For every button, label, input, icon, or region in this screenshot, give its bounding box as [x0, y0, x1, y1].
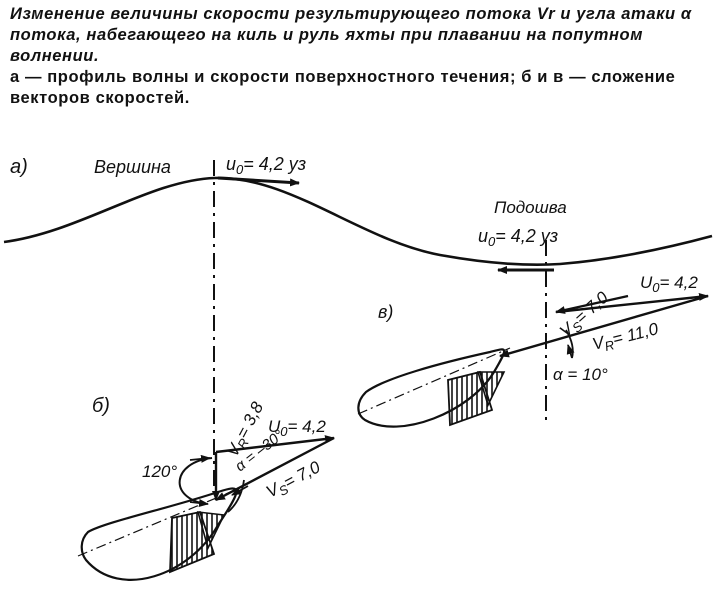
v-u0-vector	[555, 292, 709, 314]
trough-label: Подошва	[494, 198, 567, 217]
u0-crest-label: u0= 4,2 уз	[226, 154, 306, 177]
wave-profile	[3, 176, 713, 266]
keel-rudder-b	[169, 510, 226, 574]
v-vr-label: VR= 11,0	[590, 319, 661, 357]
b-alpha-arrow	[231, 485, 249, 496]
figure-caption: Изменение величины скорости результирующ…	[10, 4, 710, 109]
v-vs-vector	[555, 294, 629, 314]
v-vr-vector	[499, 294, 709, 358]
v-vs-label: VS= 7,0	[556, 287, 614, 343]
b-angle-120-arc	[178, 457, 213, 505]
b-angle-label: 120°	[142, 462, 177, 481]
yacht-hull-v	[357, 347, 511, 428]
v-alpha-label: α = 10°	[553, 365, 608, 384]
panel-v-label: в)	[378, 302, 393, 322]
panel-b-label: б)	[92, 395, 110, 417]
b-angle-arrow-left	[189, 454, 211, 463]
b-vs-label: VS= 7,0	[263, 457, 325, 504]
v-u0-label: U0= 4,2	[640, 273, 698, 295]
crest-current-arrow	[217, 176, 300, 187]
b-u0-label: U0= 4,2	[268, 417, 326, 439]
keel-rudder-v	[447, 370, 506, 427]
panel-a-label: а)	[10, 156, 28, 178]
b-alpha-arc	[227, 479, 245, 513]
caption-italic: Изменение величины скорости результирующ…	[10, 5, 692, 65]
b-angle-arrow-right	[189, 499, 209, 507]
v-alpha-arrow	[566, 344, 575, 359]
u0-trough-label: u0= 4,2 уз	[478, 226, 558, 249]
b-u0-vector	[215, 435, 335, 454]
caption-legend: а — профиль волны и скорости поверхностн…	[10, 68, 676, 107]
crest-label: Вершина	[94, 157, 171, 177]
